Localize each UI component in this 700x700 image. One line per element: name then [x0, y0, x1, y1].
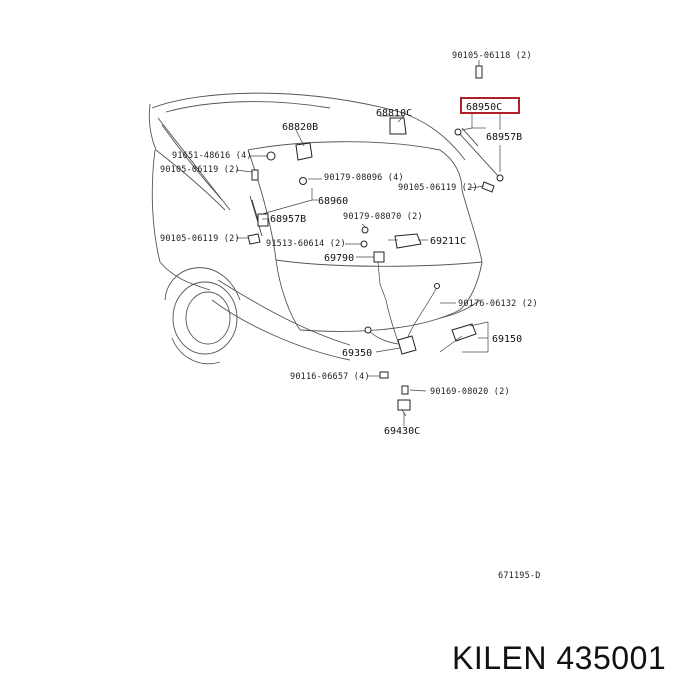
label-90105-06119-left: 90105-06119 (2) [160, 165, 240, 175]
label-90176-06132: 90176-06132 (2) [458, 299, 538, 309]
label-91651-48616: 91651-48616 (4) [172, 151, 252, 161]
label-68950C: 68950C [466, 102, 502, 113]
label-68820B: 68820B [282, 122, 318, 133]
car-body-outline [148, 92, 483, 365]
label-69430C: 69430C [384, 426, 420, 437]
label-68960: 68960 [318, 196, 348, 207]
label-69150: 69150 [492, 334, 522, 345]
label-68957B-left: 68957B [270, 214, 306, 225]
highlight-box [460, 97, 520, 114]
label-69790: 69790 [324, 253, 354, 264]
label-90105-06119-right: 90105-06119 (2) [398, 183, 478, 193]
label-90105-06119-bottom: 90105-06119 (2) [160, 234, 240, 244]
part-labels: 90105-06118 (2) 68950C 68957B 68810C 688… [160, 51, 541, 581]
diagram-ref-code: 671195-D [498, 571, 541, 581]
label-68957B-right: 68957B [486, 132, 522, 143]
label-69350: 69350 [342, 348, 372, 359]
label-90105-06118: 90105-06118 (2) [452, 51, 532, 61]
label-90179-08096: 90179-08096 (4) [324, 173, 404, 183]
label-90116-06657: 90116-06657 (4) [290, 372, 370, 382]
label-68810C: 68810C [376, 108, 412, 119]
parts [247, 60, 504, 417]
label-90179-08070: 90179-08070 (2) [343, 212, 423, 222]
leader-lines [235, 114, 501, 426]
label-90169-08020: 90169-08020 (2) [430, 387, 510, 397]
label-69211C: 69211C [430, 236, 466, 247]
label-91513-60614: 91513-60614 (2) [266, 239, 346, 249]
